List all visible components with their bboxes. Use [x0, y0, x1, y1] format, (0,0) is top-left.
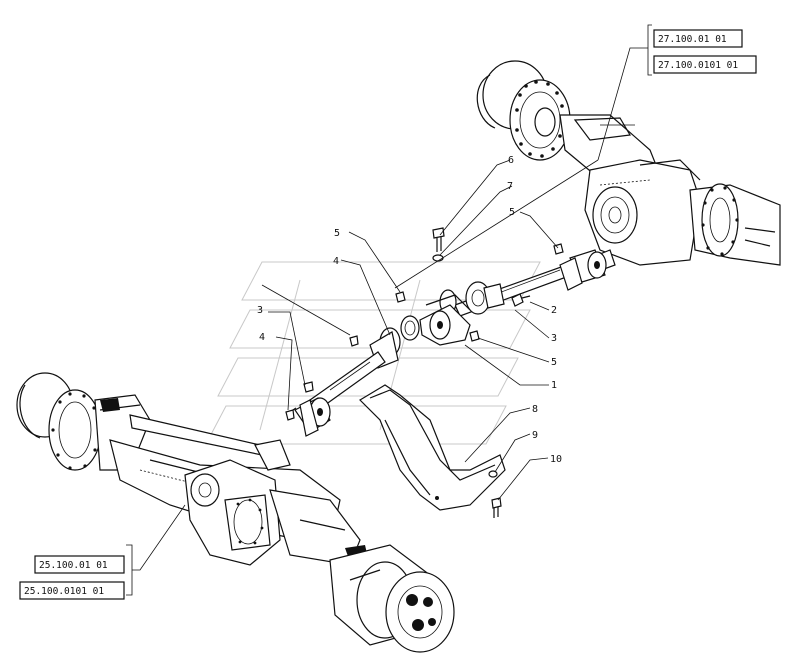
reference-front-b-text: 25.100.0101 01	[24, 586, 104, 597]
callout-3-rear[interactable]: 3	[551, 333, 557, 344]
reference-box-front-b[interactable]: 25.100.0101 01	[19, 581, 125, 600]
callout-numbers: 5 4 3 4 6 7 5 2 3 5 1 8 9 10	[257, 155, 562, 465]
leader-lines	[126, 24, 652, 596]
callout-10[interactable]: 10	[550, 454, 562, 465]
fasteners	[285, 227, 564, 518]
callout-5[interactable]: 5	[334, 228, 340, 239]
reference-front-a-text: 25.100.01 01	[39, 560, 108, 571]
callout-4-lower[interactable]: 4	[259, 332, 265, 343]
callout-2[interactable]: 2	[551, 305, 557, 316]
callout-4[interactable]: 4	[333, 256, 339, 267]
callout-5-center[interactable]: 5	[551, 357, 557, 368]
reference-box-rear-b[interactable]: 27.100.0101 01	[653, 55, 757, 74]
callout-9[interactable]: 9	[532, 430, 538, 441]
callout-7[interactable]: 7	[507, 181, 513, 192]
reference-box-front-a[interactable]: 25.100.01 01	[34, 555, 125, 574]
callout-5-rear[interactable]: 5	[509, 207, 515, 218]
reference-rear-b-text: 27.100.0101 01	[658, 60, 738, 71]
callout-3[interactable]: 3	[257, 305, 263, 316]
front-axle	[16, 372, 455, 653]
reference-rear-a-text: 27.100.01 01	[658, 34, 727, 45]
callout-6[interactable]: 6	[508, 155, 514, 166]
mounting-bracket	[359, 384, 506, 511]
drive-shaft	[294, 249, 607, 437]
callout-1[interactable]: 1	[551, 380, 557, 391]
rear-axle	[476, 60, 781, 273]
callout-8[interactable]: 8	[532, 404, 538, 415]
reference-box-rear-a[interactable]: 27.100.01 01	[653, 29, 743, 48]
